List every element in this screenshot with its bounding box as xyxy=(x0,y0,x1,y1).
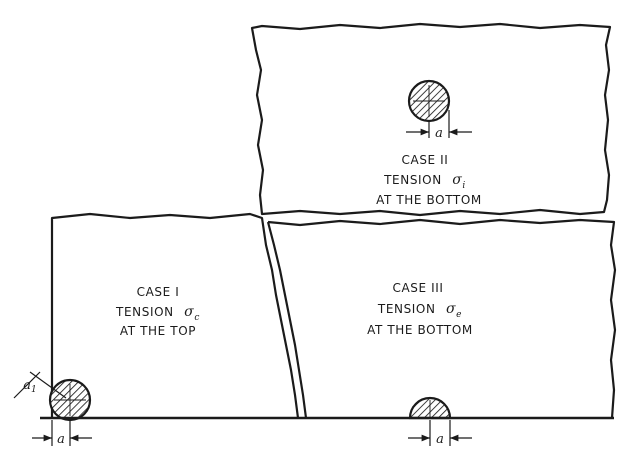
case-3-tension-line: TENSION σe xyxy=(377,301,462,320)
case-2-tension-line: TENSION σi xyxy=(383,172,466,191)
case-1-title: CASE I xyxy=(137,285,180,299)
case-2-title: CASE II xyxy=(402,153,449,167)
case-1-tension-line: TENSION σc xyxy=(115,304,200,323)
case-2-radius-label: a xyxy=(435,126,443,141)
case-2-plate-outline xyxy=(250,22,612,217)
case-1-radius-label: a xyxy=(57,432,65,447)
case-3-plate-outline xyxy=(266,218,617,419)
case-1-plate-outline xyxy=(50,212,300,419)
case-1-panel: a1 a CASE I TENSION σc AT THE TOP xyxy=(13,212,300,447)
case-1-location: AT THE TOP xyxy=(120,324,196,338)
case-1-dim-diagonal-ext xyxy=(13,371,41,399)
case-3-radius-label: a xyxy=(436,432,444,447)
case-2-panel: a CASE II TENSION σi AT THE BOTTOM xyxy=(250,22,612,217)
case-3-location: AT THE BOTTOM xyxy=(367,323,473,337)
case-2-location: AT THE BOTTOM xyxy=(376,193,482,207)
case-3-title: CASE III xyxy=(392,281,443,295)
case-3-panel: a CASE III TENSION σe AT THE BOTTOM xyxy=(266,218,617,447)
case-1-corner-label: a1 xyxy=(23,378,37,395)
